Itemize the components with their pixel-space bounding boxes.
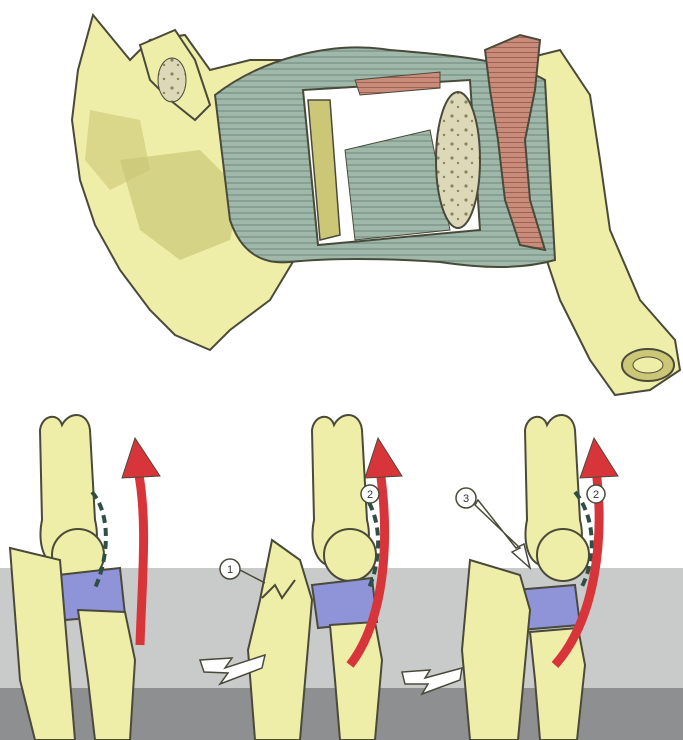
middle-bone-2b bbox=[330, 622, 382, 740]
callout-2-label: 2 bbox=[367, 489, 373, 501]
red-arrowhead-3 bbox=[580, 438, 618, 478]
volar-plate-2 bbox=[312, 578, 377, 628]
condyle-3 bbox=[537, 529, 589, 581]
middle-bone-3b bbox=[530, 628, 585, 740]
condyle-2 bbox=[324, 529, 376, 581]
joint-capsule-illustration bbox=[72, 15, 680, 395]
callout-1-label: 1 bbox=[227, 564, 233, 576]
red-arrowhead-1 bbox=[122, 438, 160, 478]
bone-shaft-cavity bbox=[633, 357, 663, 373]
middle-bone-3 bbox=[462, 560, 530, 740]
callout-3-label: 3 bbox=[463, 493, 469, 505]
red-arrow-1 bbox=[138, 470, 144, 645]
red-arrowhead-2 bbox=[365, 438, 402, 478]
articular-head-section bbox=[436, 92, 480, 228]
white-arrow-diagonal bbox=[475, 500, 530, 568]
acromion-spongy bbox=[158, 58, 186, 102]
callout-4-label: 2 bbox=[593, 489, 599, 501]
